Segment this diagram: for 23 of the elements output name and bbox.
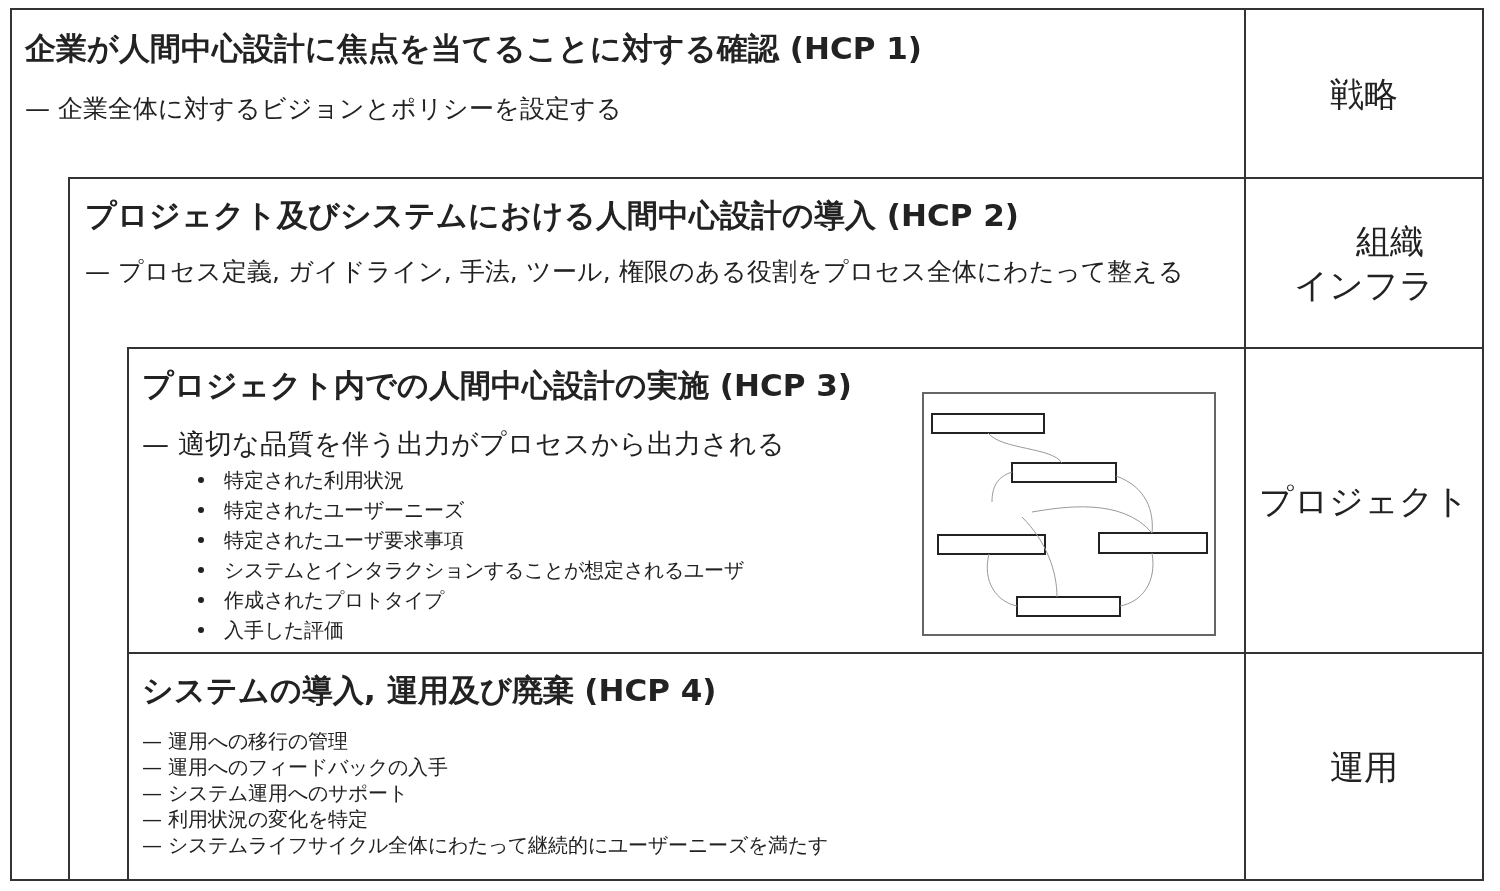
bullet-item: 作成されたプロトタイプ bbox=[224, 587, 444, 614]
bullet-item: 特定された利用状況 bbox=[224, 467, 404, 494]
description-text: — 運用へのフィードバックの入手 bbox=[142, 754, 449, 781]
phase-cell: 戦略 bbox=[1244, 8, 1484, 179]
description-text: — 適切な品質を伴う出力がプロセスから出力される bbox=[142, 427, 785, 461]
description-text: — 企業全体に対するビジョンとポリシーを設定する bbox=[25, 93, 622, 125]
process-frame bbox=[10, 8, 1246, 881]
process-frame bbox=[127, 347, 1246, 654]
bullet-item: 入手した評価 bbox=[224, 617, 344, 644]
bullet-item: システムとインタラクションすることが想定されるユーザ bbox=[224, 557, 744, 584]
description-text: — プロセス定義, ガイドライン, 手法, ツール, 権限のある役割をプロセス全体にわたって整える bbox=[85, 256, 1184, 288]
description-text: — システム運用へのサポート bbox=[142, 780, 409, 807]
bullet-item: 特定されたユーザ要求事項 bbox=[224, 527, 464, 554]
process-heading: システムの導入, 運用及び廃棄 (HCP 4) bbox=[142, 671, 717, 710]
description-text: — 利用状況の変化を特定 bbox=[142, 806, 369, 833]
process-heading: プロジェクト内での人間中心設計の実施 (HCP 3) bbox=[142, 366, 852, 405]
process-frame bbox=[68, 177, 1246, 881]
process-heading: 企業が人間中心設計に焦点を当てることに対する確認 (HCP 1) bbox=[25, 29, 922, 68]
description-text: — 運用への移行の管理 bbox=[142, 728, 349, 755]
phase-cell: 運用 bbox=[1244, 652, 1484, 881]
bullet-item: 特定されたユーザーニーズ bbox=[224, 497, 464, 524]
description-text: — システムライフサイクル全体にわたって継続的にユーザーニーズを満たす bbox=[142, 832, 829, 859]
process-heading: プロジェクト及びシステムにおける人間中心設計の導入 (HCP 2) bbox=[85, 196, 1019, 235]
